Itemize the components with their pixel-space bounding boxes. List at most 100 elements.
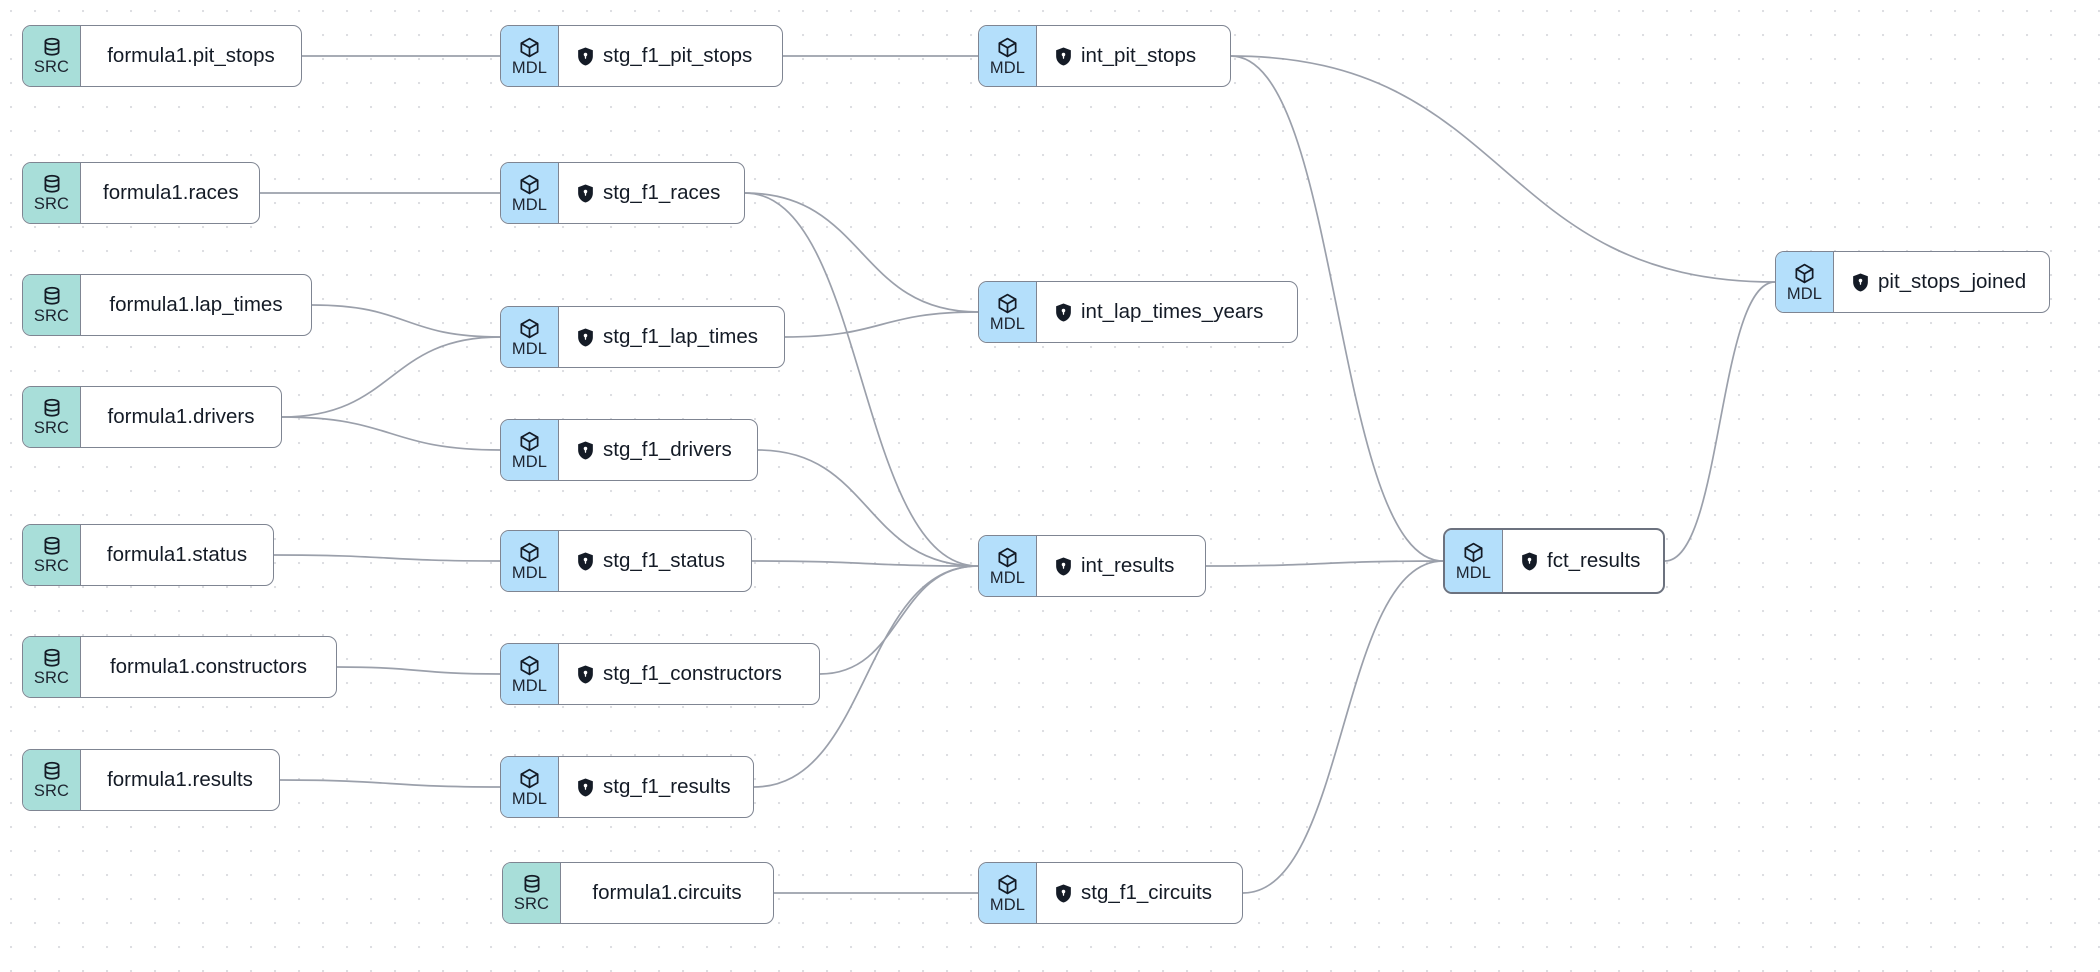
- shield-lock-icon: [1055, 556, 1072, 576]
- shield-lock-icon: [1055, 883, 1072, 903]
- badge-label: MDL: [989, 895, 1026, 914]
- model-badge: MDL: [501, 307, 559, 367]
- edge-src_status-to-stg_status: [273, 554, 501, 562]
- node-label: int_results: [1081, 553, 1175, 577]
- node-label: fct_results: [1547, 548, 1641, 572]
- node-body: int_results: [1037, 536, 1205, 596]
- badge-label: MDL: [1786, 284, 1823, 303]
- node-label: formula1.status: [106, 542, 248, 566]
- node-body: formula1.circuits: [561, 863, 773, 923]
- shield-lock-icon: [577, 327, 594, 347]
- graph-node-src_lap_times[interactable]: SRC formula1.lap_times: [22, 274, 312, 336]
- database-icon: [41, 285, 63, 307]
- database-icon: [521, 873, 543, 895]
- badge-label: SRC: [513, 895, 550, 914]
- edge-stg_lap_times-to-int_lap_times_years: [784, 311, 979, 338]
- database-icon: [41, 760, 63, 782]
- cube-icon: [996, 36, 1019, 59]
- node-body: stg_f1_drivers: [559, 420, 757, 480]
- badge-label: SRC: [33, 782, 70, 801]
- cube-icon: [996, 546, 1019, 569]
- graph-node-stg_lap_times[interactable]: MDL stg_f1_lap_times: [500, 306, 785, 368]
- shield-lock-icon: [577, 440, 594, 460]
- node-label: formula1.lap_times: [109, 292, 283, 316]
- cube-icon: [518, 541, 541, 564]
- node-label: formula1.circuits: [592, 880, 742, 904]
- shield-lock-icon: [1521, 551, 1538, 571]
- node-body: formula1.constructors: [81, 637, 336, 697]
- edge-stg_constructors-to-int_results: [819, 565, 979, 675]
- graph-node-int_results[interactable]: MDL int_results: [978, 535, 1206, 597]
- model-badge: MDL: [501, 163, 559, 223]
- database-icon: [41, 647, 63, 669]
- node-label: int_pit_stops: [1081, 43, 1197, 67]
- graph-node-stg_pit_stops[interactable]: MDL stg_f1_pit_stops: [500, 25, 783, 87]
- graph-node-src_circuits[interactable]: SRC formula1.circuits: [502, 862, 774, 924]
- node-body: stg_f1_results: [559, 757, 753, 817]
- model-badge: MDL: [979, 863, 1037, 923]
- graph-node-fct_results[interactable]: MDL fct_results: [1443, 528, 1665, 594]
- graph-node-src_constructors[interactable]: SRC formula1.constructors: [22, 636, 337, 698]
- graph-node-stg_status[interactable]: MDL stg_f1_status: [500, 530, 752, 592]
- node-label: stg_f1_pit_stops: [603, 43, 753, 67]
- edge-src_constructors-to-stg_constructors: [336, 666, 501, 675]
- model-badge: MDL: [1445, 530, 1503, 592]
- graph-node-int_pit_stops[interactable]: MDL int_pit_stops: [978, 25, 1231, 87]
- database-icon: [41, 535, 63, 557]
- source-badge: SRC: [23, 275, 81, 335]
- node-label: stg_f1_lap_times: [603, 324, 758, 348]
- node-body: fct_results: [1503, 530, 1663, 592]
- cube-icon: [996, 873, 1019, 896]
- edge-src_results-to-stg_results: [279, 779, 501, 788]
- node-label: formula1.constructors: [109, 654, 308, 678]
- shield-lock-icon: [1055, 46, 1072, 66]
- node-label: formula1.drivers: [107, 404, 255, 428]
- badge-label: MDL: [511, 563, 548, 582]
- edge-stg_status-to-int_results: [751, 560, 979, 567]
- badge-label: MDL: [989, 58, 1026, 77]
- model-badge: MDL: [501, 644, 559, 704]
- badge-label: SRC: [33, 669, 70, 688]
- node-label: formula1.pit_stops: [107, 43, 275, 67]
- source-badge: SRC: [23, 750, 81, 810]
- edge-src_drivers-to-stg_lap_times: [281, 336, 501, 418]
- node-body: stg_f1_constructors: [559, 644, 819, 704]
- badge-label: MDL: [989, 314, 1026, 333]
- cube-icon: [518, 36, 541, 59]
- model-badge: MDL: [501, 757, 559, 817]
- database-icon: [41, 36, 63, 58]
- node-body: stg_f1_circuits: [1037, 863, 1242, 923]
- cube-icon: [518, 173, 541, 196]
- edge-src_drivers-to-stg_drivers: [281, 416, 501, 451]
- badge-label: MDL: [989, 568, 1026, 587]
- node-label: formula1.races: [103, 180, 239, 204]
- edge-stg_races-to-int_results: [744, 192, 979, 567]
- edge-stg_circuits-to-fct_results: [1242, 560, 1444, 894]
- node-body: stg_f1_status: [559, 531, 751, 591]
- node-label: stg_f1_circuits: [1081, 880, 1213, 904]
- badge-label: MDL: [511, 58, 548, 77]
- node-body: int_pit_stops: [1037, 26, 1230, 86]
- cube-icon: [518, 430, 541, 453]
- database-icon: [41, 397, 63, 419]
- cube-icon: [518, 317, 541, 340]
- database-icon: [41, 173, 63, 195]
- badge-label: SRC: [33, 307, 70, 326]
- source-badge: SRC: [503, 863, 561, 923]
- graph-node-stg_circuits[interactable]: MDL stg_f1_circuits: [978, 862, 1243, 924]
- shield-lock-icon: [577, 664, 594, 684]
- cube-icon: [996, 292, 1019, 315]
